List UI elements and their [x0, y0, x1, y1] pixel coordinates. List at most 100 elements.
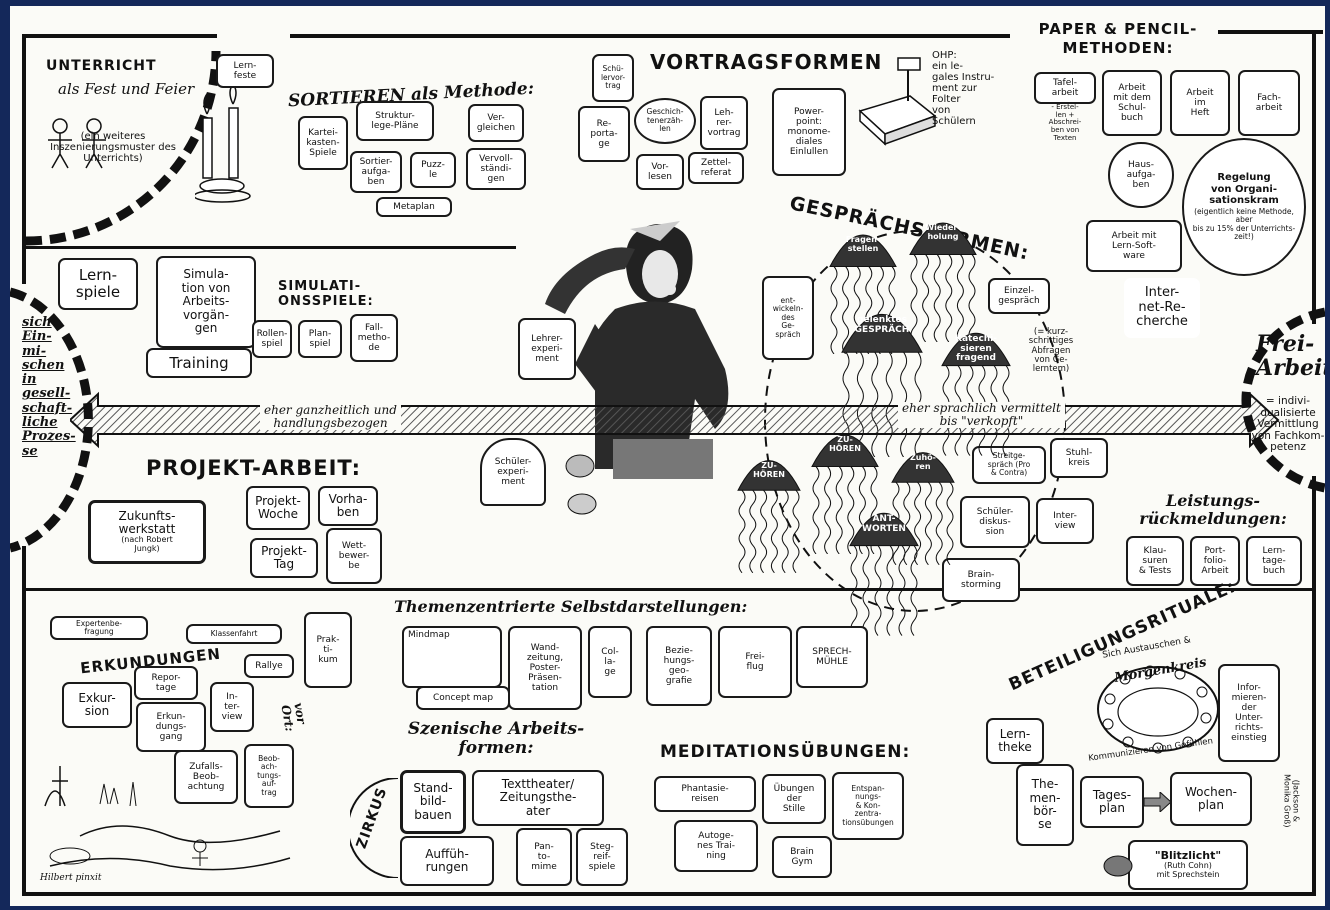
projekt-woche: Projekt- Woche	[246, 486, 310, 530]
themen-wandzeitung: Wand- zeitung, Poster- Präsen- tation	[508, 626, 582, 710]
frame-top-right-end	[1218, 30, 1323, 34]
gespraech-streitgespraech: Streitge- spräch (Pro & Contra)	[972, 446, 1046, 484]
vortrag-vorlesen: Vor- lesen	[636, 154, 684, 190]
paper-heft: Arbeit im Heft	[1170, 70, 1230, 136]
erkundung-erkundungsgang: Erkun- dungs- gang	[136, 702, 206, 752]
axis-right-end-title: Frei- Arbeit	[1256, 331, 1325, 382]
leistung-klausuren: Klau- suren & Tests	[1126, 536, 1184, 586]
jellyfish-8	[849, 512, 919, 636]
frame-top-right	[290, 34, 1010, 38]
paper-organisation-label: Regelung von Organi- sationskram	[1209, 172, 1279, 206]
jellyfish-label-6: ZU- HÖREN	[829, 435, 861, 454]
erkundung-vor-ort: vor Ort:	[278, 701, 309, 733]
paper-facharbeit: Fach- arbeit	[1238, 70, 1300, 136]
jellyfish-label-2: Wieder- holung	[925, 223, 961, 242]
gespraech-katechis-note: (= kurz- schrittiges Abfragen von Ge- le…	[1028, 327, 1074, 375]
beteiligung-jackson: (Jackson & Monika Groß)	[1282, 774, 1301, 828]
erkundung-klassenfahrt: Klassenfahrt	[186, 624, 282, 644]
projekt-zukunftswerkstatt: Zukunfts- werkstatt (nach Robert Jungk)	[88, 500, 206, 564]
people-celebrating-icon	[48, 118, 106, 169]
sortieren-karteikasten: Kartei- kasten- Spiele	[298, 116, 348, 170]
jellyfish-6	[811, 434, 879, 554]
vortrag-lehrervortrag: Leh- rer- vortrag	[700, 96, 748, 150]
leistung-lerntagebuch: Lern- tage- buch	[1246, 536, 1302, 586]
arrow-icon	[1144, 792, 1172, 812]
erkundung-interview: In- ter- view	[210, 682, 254, 732]
vortrag-title: VORTRAGSFORMEN	[650, 50, 883, 74]
gespraech-schuelerdiskussion: Schüler- diskus- sion	[960, 496, 1030, 548]
unterricht-title: UNTERRICHT	[46, 58, 157, 74]
gespraech-entwickelndes: ent- wickeln- des Ge- spräch	[762, 276, 814, 360]
jellyfish-label-7: Zuhö- ren	[909, 452, 936, 471]
paper-title: PAPER & PENCIL- METHODEN:	[1038, 20, 1198, 57]
szenisch-standbild: Stand- bild- bauen	[400, 770, 466, 834]
beteiligung-tagesplan: Tages- plan	[1080, 776, 1144, 828]
right-end-arc	[1241, 307, 1325, 493]
projekt-tag: Projekt- Tag	[250, 538, 318, 578]
paper-organisation: Regelung von Organi- sationskram (eigent…	[1182, 138, 1306, 276]
gespraech-einzelgespraech: Einzel- gespräch	[988, 278, 1050, 314]
beteiligung-themenboerse: The- men- bör- se	[1016, 764, 1074, 846]
vortrag-ohp: OHP: ein le- gales Instru- ment zur Folt…	[932, 50, 995, 127]
paper-internetrecherche: Inter- net-Re- cherche	[1124, 278, 1200, 338]
simulation-training: Training	[146, 348, 252, 378]
paper-lernsoftware: Arbeit mit Lern-Soft- ware	[1086, 220, 1182, 272]
simulation-title: SIMULATI- ONSSPIELE:	[278, 279, 374, 309]
jellyfish-label-8: ANT- WORTEN	[862, 513, 906, 534]
jellyfish-label-4: Katechi- sieren fragend	[954, 333, 998, 364]
leistung-title: Leistungs- rückmeldungen:	[1139, 491, 1287, 528]
paper-hausaufgaben: Haus- aufga- ben	[1108, 142, 1174, 208]
themen-mindmap: Mindmap	[402, 626, 502, 688]
beteiligung-blitzlicht-note: (Ruth Cohn) mit Sprechstein	[1156, 861, 1220, 880]
erkundung-expertenbefragung: Expertenbe- fragung	[50, 616, 148, 640]
vortrag-schuelervortrag: Schü- lervor- trag	[592, 54, 634, 102]
frame-right-lower	[1312, 476, 1316, 896]
simulation-fallmethode: Fall- metho- de	[350, 314, 398, 362]
leistung-portfolio: Port- folio- Arbeit	[1190, 536, 1240, 586]
themen-title: Themenzentrierte Selbstdarstellungen:	[394, 597, 748, 616]
candles-icon	[195, 86, 251, 203]
themen-freiflug: Frei- flug	[718, 626, 792, 698]
erkundung-praktikum: Prak- ti- kum	[304, 612, 352, 688]
jellyfish-label-3: gelenktes GESPRÄCH	[854, 315, 910, 335]
meditation-phantasiereisen: Phantasie- reisen	[654, 776, 756, 812]
projekt-wettbewerbe: Wett- bewer- be	[326, 528, 382, 584]
jellyfish-2	[909, 222, 977, 342]
themen-collage: Col- la- ge	[588, 626, 632, 698]
jellyfish-3	[841, 313, 923, 458]
simulation-rollenspiel: Rollen- spiel	[252, 320, 292, 358]
sortieren-sortieraufgaben: Sortier- aufga- ben	[350, 151, 402, 193]
gespraech-brainstorming: Brain- storming	[942, 558, 1020, 602]
divider-horizontal	[26, 588, 1316, 591]
sortieren-puzzle: Puzz- le	[410, 152, 456, 188]
beteiligung-blitzlicht: "Blitzlicht" (Ruth Cohn) mit Sprechstein	[1128, 840, 1248, 890]
meditation-braingym: Brain Gym	[772, 836, 832, 878]
themen-sprechmuehle: SPRECH- MÜHLE	[796, 626, 868, 688]
signature: Hilbert pinxit	[40, 873, 102, 883]
jellyfish-label-1: Fragen- stellen	[845, 235, 881, 254]
paper-tafelarbeit: Tafel- arbeit	[1034, 72, 1096, 104]
sortieren-vergleichen: Ver- gleichen	[468, 104, 524, 142]
unterricht-arc	[26, 50, 221, 246]
szenisch-texttheater: Texttheater/ Zeitungsthe- ater	[472, 770, 604, 826]
simulation-arbeitsvorgaenge: Simula- tion von Arbeits- vorgän- gen	[156, 256, 256, 348]
meditation-entspannung: Entspan- nungs- & Kon- zentra- tionsübun…	[832, 772, 904, 840]
themen-conceptmap: Concept map	[416, 686, 510, 710]
schuelerexperiment-box: Schüler- experi- ment	[480, 438, 546, 506]
lernfeste-box: Lern- feste	[216, 54, 274, 88]
beteiligung-informierender: Infor- mieren- der Unter- richts- einsti…	[1218, 664, 1280, 762]
beteiligung-lerntheke: Lern- theke	[986, 718, 1044, 764]
szenisch-auffuehrungen: Auffüh- rungen	[400, 836, 494, 886]
axis-right-label: eher sprachlich vermittelt bis "verkopft…	[898, 401, 1065, 429]
meditation-stille: Übungen der Stille	[762, 774, 826, 824]
erkundung-beobachtungsauftrag: Beob- ach- tungs- auf- trag	[244, 744, 294, 808]
erkundung-zufallsbeobachtung: Zufalls- Beob- achtung	[174, 750, 238, 804]
vortrag-powerpoint: Power- point: monome- diales Einlullen	[772, 88, 846, 176]
unterricht-subtitle: als Fest und Feier	[58, 80, 195, 98]
erkundung-exkursion: Exkur- sion	[62, 682, 132, 728]
projekt-title: PROJEKT-ARBEIT:	[146, 456, 361, 480]
sortieren-vervollstaendigen: Vervoll- ständi- gen	[466, 148, 526, 190]
projector-icon	[858, 57, 937, 146]
szenisch-stegreif: Steg- reif- spiele	[576, 828, 628, 886]
vortrag-reportage: Re- porta- ge	[578, 106, 630, 162]
